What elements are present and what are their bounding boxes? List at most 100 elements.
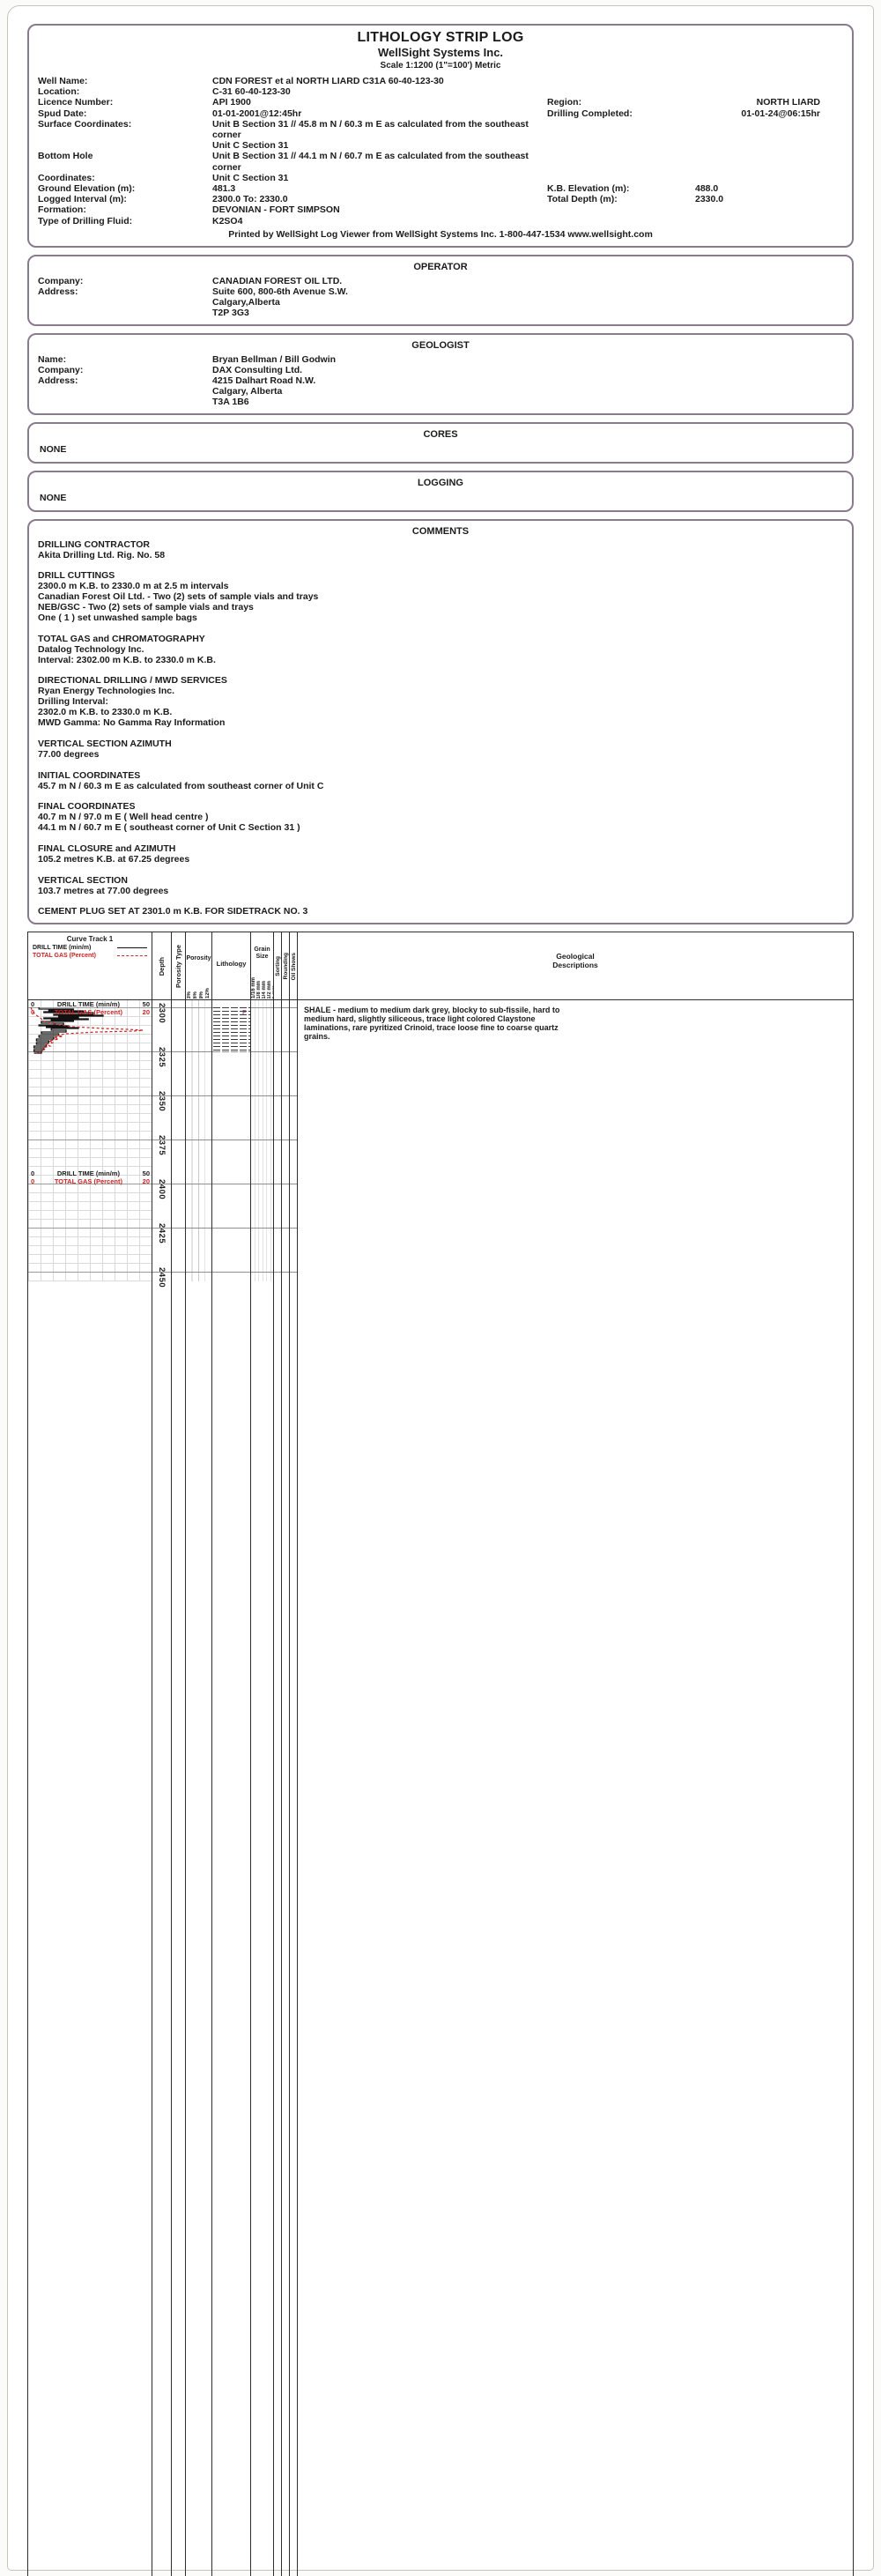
- wellinfo-row: Logged Interval (m): 2300.0 To: 2330.0 Tot…: [38, 194, 843, 204]
- strip-log-body: 0 DRILL TIME (min/m) 50 0 TOTAL GAS (Per…: [27, 1000, 854, 2576]
- grain-size-track: [251, 1000, 274, 2576]
- wellinfo-row: Type of Drilling Fluid:K2SO4: [38, 216, 843, 226]
- comments-line: MWD Gamma: No Gamma Ray Information: [38, 717, 226, 729]
- field-label: Surface Coordinates:: [38, 118, 132, 130]
- descriptions-track: [298, 1000, 853, 2576]
- field-label: Bottom Hole: [38, 151, 93, 162]
- comments-line: Canadian Forest Oil Ltd. - Two (2) sets …: [38, 591, 319, 603]
- operator-row: Calgary,Alberta: [38, 297, 843, 308]
- field-label: K.B. Elevation (m):: [547, 183, 630, 195]
- field-label: [547, 119, 695, 140]
- field-value: DEVONIAN - FORT SIMPSON: [212, 204, 340, 216]
- wellinfo-row: Unit C Section 31: [38, 140, 843, 151]
- page-title: LITHOLOGY STRIP LOG: [357, 30, 524, 45]
- field-value: [695, 140, 843, 151]
- descriptions-header: Geological Descriptions: [552, 952, 598, 970]
- geologist-row: Company: DAX Consulting Ltd.: [38, 365, 843, 375]
- logging-box: LOGGING NONE: [27, 470, 854, 512]
- cores-box: CORES NONE: [27, 421, 854, 464]
- field-label: Company:: [38, 275, 84, 286]
- porosity-track: [186, 1000, 212, 2576]
- field-value: Unit C Section 31: [212, 140, 289, 152]
- comments-line: 2300.0 m K.B. to 2330.0 m at 2.5 m inter…: [38, 581, 229, 592]
- field-label: [38, 297, 212, 308]
- operator-box: OPERATOR Company:CANADIAN FOREST OIL LTD…: [27, 254, 854, 326]
- field-value: [695, 76, 843, 86]
- field-value: [695, 204, 843, 215]
- porosity-tick: 3%: [187, 991, 192, 999]
- field-value: DAX Consulting Ltd.: [212, 364, 303, 375]
- field-label: Logged Interval (m):: [38, 194, 127, 205]
- comments-line: 44.1 m N / 60.7 m E ( southeast corner o…: [38, 822, 300, 834]
- field-label: [547, 76, 695, 86]
- field-label: Formation:: [38, 204, 86, 216]
- comments-line: VERTICAL SECTION AZIMUTH: [38, 738, 172, 749]
- field-value: [695, 173, 843, 183]
- wellinfo-row: Surface Coordinates:Unit B Section 31 //…: [38, 119, 843, 140]
- comments-line: INITIAL COORDINATES: [38, 769, 141, 781]
- curve-track-header: Curve Track 1 DRILL TIME (min/m) TOTAL G…: [28, 932, 152, 1000]
- comments-line: Datalog Technology Inc.: [38, 643, 144, 655]
- operator-row: Company: CANADIAN FOREST OIL LTD.: [38, 276, 843, 286]
- legend-row-drill-time: DRILL TIME (min/m): [28, 944, 152, 952]
- rounding-header-cell: Rounding: [282, 932, 290, 1000]
- field-label: Type of Drilling Fluid:: [38, 215, 133, 226]
- oil-shows-track: [290, 1000, 298, 2576]
- depth-header: Depth: [158, 956, 166, 976]
- grain-ticks: 1/16 mm1/8 mm1/4 mm1/2 mm1 mm2 mm: [251, 960, 273, 998]
- field-value: 01-01-2001@12:45hr: [212, 108, 302, 119]
- sorting-header: Sorting: [274, 955, 281, 976]
- field-label: [547, 151, 695, 172]
- operator-row: Address:Suite 600, 800-6th Avenue S.W.: [38, 286, 843, 297]
- oil-shows-header: Oil Shows: [290, 952, 297, 980]
- field-label: Total Depth (m):: [547, 194, 618, 205]
- field-label: Coordinates:: [38, 172, 95, 183]
- comments-line: 40.7 m N / 97.0 m E ( Well head centre ): [38, 812, 209, 823]
- field-value: Unit C Section 31: [212, 172, 289, 183]
- curve-track-title: Curve Track 1: [66, 935, 114, 944]
- legend-total-gas-label: TOTAL GAS (Percent): [33, 953, 96, 960]
- cores-value: NONE: [40, 443, 67, 455]
- field-value: 2300.0 To: 2330.0: [212, 194, 288, 205]
- comments-line: Akita Drilling Ltd. Rig. No. 58: [38, 549, 166, 560]
- wellinfo-fields: Well Name:CDN FOREST et al NORTH LIARD C…: [38, 76, 843, 226]
- field-label: Company:: [38, 364, 84, 375]
- curve-track: [28, 1000, 152, 2576]
- comments-line: FINAL CLOSURE and AZIMUTH: [38, 843, 176, 854]
- logging-value: NONE: [40, 492, 67, 503]
- field-label: Drilling Completed:: [547, 108, 633, 119]
- field-label: [547, 140, 695, 151]
- field-label: Region:: [547, 97, 582, 108]
- field-value: C-31 60-40-123-30: [212, 86, 291, 98]
- lithology-header-cell: Lithology: [212, 932, 251, 1000]
- porosity-header: Porosity: [186, 955, 211, 962]
- field-value: T3A 1B6: [212, 397, 249, 408]
- wellinfo-row: Formation: DEVONIAN - FORT SIMPSON: [38, 204, 843, 215]
- field-label: [547, 204, 695, 215]
- sorting-header-cell: Sorting: [274, 932, 282, 1000]
- comments-title: COMMENTS: [411, 525, 470, 537]
- field-label: [547, 173, 695, 183]
- field-value: CANADIAN FOREST OIL LTD.: [212, 275, 343, 286]
- operator-rows: Company: CANADIAN FOREST OIL LTD.Address:…: [38, 276, 843, 319]
- porosity-tick: 9%: [199, 991, 204, 999]
- comments-line: 77.00 degrees: [38, 748, 100, 760]
- field-label: Name:: [38, 353, 67, 365]
- geologist-row: Name:Bryan Bellman / Bill Godwin: [38, 354, 843, 365]
- field-value: Suite 600, 800-6th Avenue S.W.: [212, 286, 348, 298]
- scale-line: Scale 1:1200 (1"=100') Metric: [380, 61, 501, 71]
- geologist-row: Address:4215 Dalhart Road N.W.: [38, 375, 843, 386]
- rounding-track: [282, 1000, 290, 2576]
- field-label: [38, 140, 212, 151]
- comments-line: [38, 865, 843, 876]
- field-value: [695, 86, 843, 97]
- field-value: [695, 151, 843, 172]
- field-value: API 1900: [212, 97, 251, 108]
- porosity-type-header: Porosity Type: [174, 944, 182, 988]
- wellinfo-row: Well Name:CDN FOREST et al NORTH LIARD C…: [38, 76, 843, 86]
